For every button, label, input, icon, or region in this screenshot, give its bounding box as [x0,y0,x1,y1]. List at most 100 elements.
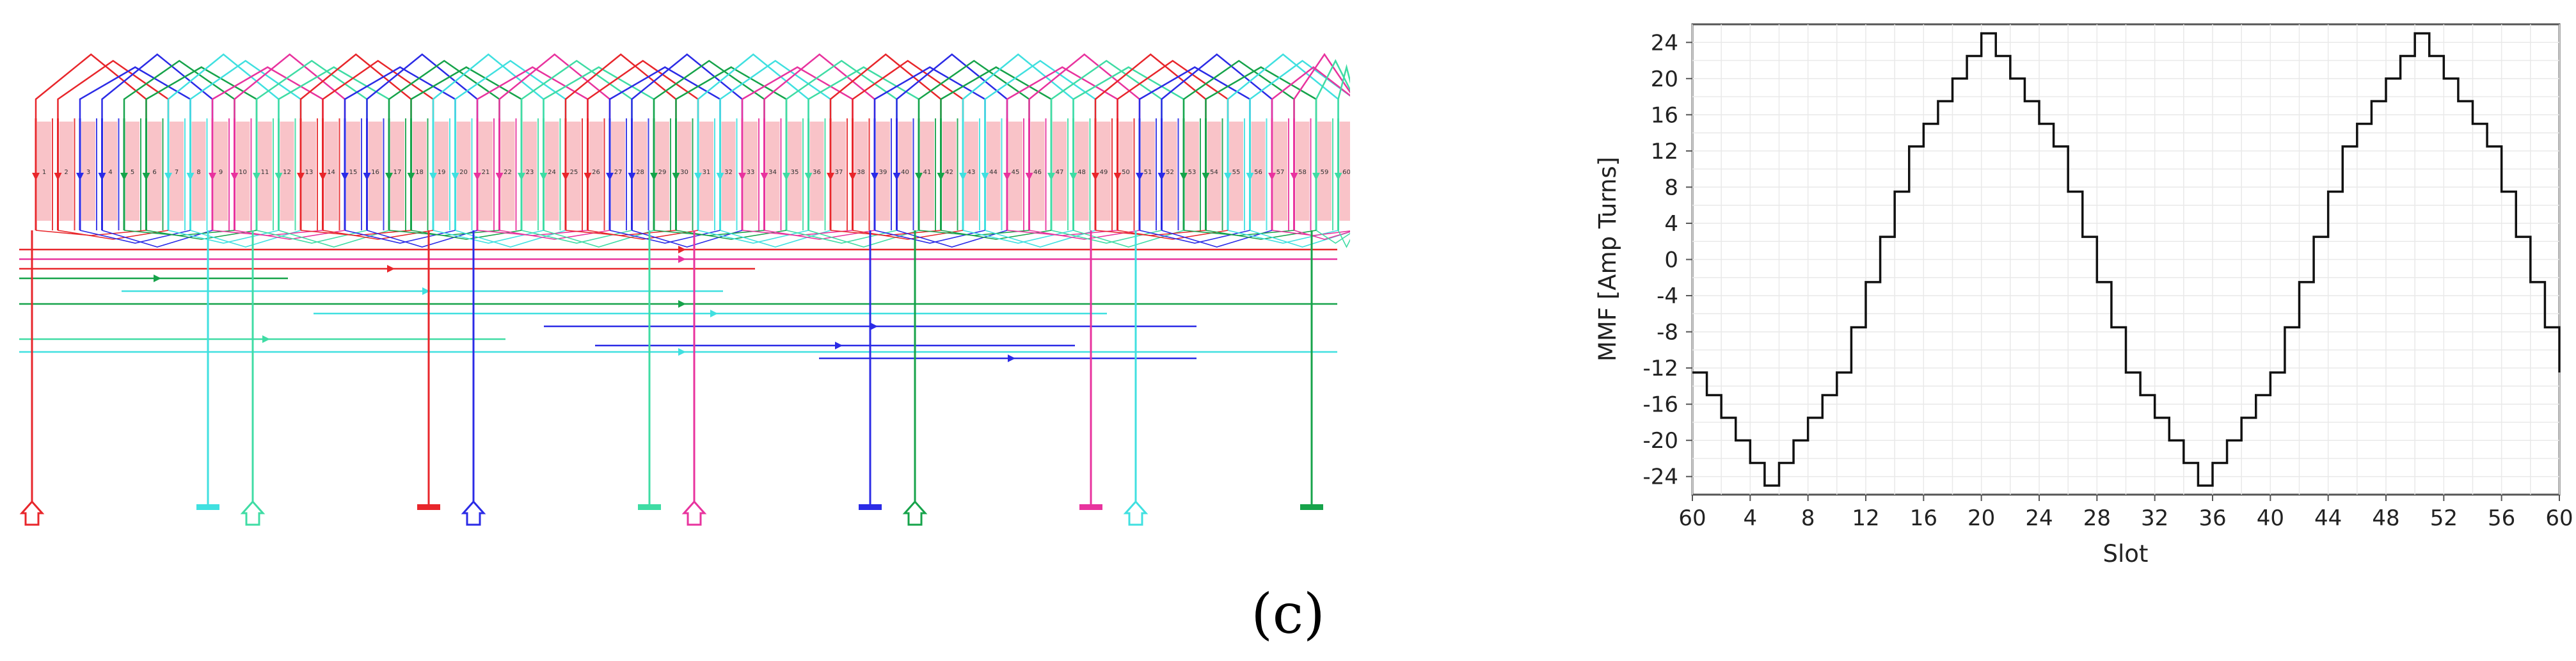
slot-number: 35 [791,169,799,176]
stator-slot [1339,122,1350,221]
current-direction-arrow [835,342,843,349]
current-direction-arrow [694,173,702,180]
stator-slot [1229,122,1243,221]
slot-number: 57 [1276,169,1285,176]
slot-number: 32 [724,169,733,176]
y-tick-label: -4 [1657,283,1678,309]
stator-slot [567,122,581,221]
stator-slot [765,122,780,221]
slot-number: 46 [1033,169,1042,176]
stator-slot [1295,122,1310,221]
stator-slot [479,122,493,221]
current-direction-arrow [606,173,614,180]
current-direction-arrow [893,173,901,180]
current-direction-arrow [451,173,459,180]
stator-slot [368,122,383,221]
current-direction-arrow [870,323,878,330]
x-tick-label: 60 [1678,506,1706,531]
slot-row [37,122,1350,221]
stator-slot [545,122,559,221]
x-tick-label: 4 [1744,506,1758,531]
slot-number: 13 [305,169,314,176]
slot-number: 3 [86,169,90,176]
slot-number: 34 [768,169,777,176]
top-end-turn [940,66,1053,118]
terminal-arrow-icon [1123,500,1149,526]
stator-slot [214,122,228,221]
stator-slot [170,122,184,221]
current-direction-arrow [230,173,239,180]
top-end-turn [1006,66,1118,118]
y-tick-label: 16 [1651,102,1678,128]
bottom-end-turn [322,230,434,240]
current-direction-arrow [1025,173,1033,180]
current-direction-arrow [716,173,724,180]
x-tick-label: 12 [1852,506,1879,531]
slot-number: 27 [614,169,623,176]
slot-number: 26 [592,169,600,176]
stator-slot [125,122,139,221]
terminal-row [19,500,1323,526]
top-end-turn [675,66,788,118]
slot-number: 19 [438,169,446,176]
current-direction-arrow [186,173,195,180]
stator-slot [1118,122,1133,221]
current-direction-arrow [1290,173,1298,180]
current-direction-arrow [518,173,525,180]
slot-number: 39 [879,169,887,176]
slot-number: 11 [261,169,269,176]
current-direction-arrow [209,173,216,180]
stator-slot [655,122,669,221]
terminal-bar-icon [1079,504,1102,510]
current-direction-arrow [827,173,834,180]
terminal-arrow-icon [19,500,45,526]
stator-slot [1185,122,1199,221]
bottom-end-turn [1294,230,1350,240]
x-tick-label: 44 [2314,506,2342,531]
stator-slot [1163,122,1177,221]
y-tick-label: 12 [1651,139,1678,164]
current-direction-arrow [385,173,393,180]
current-direction-arrow [341,173,349,180]
current-direction-arrow [650,173,658,180]
y-axis-label: MMF [Amp Turns] [1594,157,1621,362]
stator-slot [1317,122,1332,221]
y-tick-label: 24 [1651,30,1678,56]
y-tick-label: 20 [1651,67,1678,92]
slot-number: 49 [1100,169,1108,176]
bottom-end-turn [1029,230,1140,240]
slot-number: 21 [482,169,490,176]
slot-number: 52 [1166,169,1174,176]
slot-number: 38 [857,169,865,176]
slot-number: 9 [219,169,223,176]
x-tick-label: 32 [2141,506,2168,531]
current-direction-arrow [164,173,172,180]
current-direction-arrow [154,275,161,282]
top-end-turn [543,66,655,118]
stator-slot [677,122,692,221]
stator-slot [1207,122,1221,221]
stator-slot [876,122,890,221]
slot-number: 24 [548,169,556,176]
slot-number: 18 [415,169,424,176]
top-end-turn [741,66,854,118]
current-direction-arrow [783,173,790,180]
current-direction-arrow [804,173,813,180]
bottom-end-turn [587,230,699,240]
stator-slot [346,122,360,221]
bottom-end-turn [764,230,875,240]
bottom-end-turn [499,230,610,240]
current-direction-arrow [1157,173,1166,180]
slot-number: 25 [570,169,578,176]
stator-slot [589,122,603,221]
current-direction-arrow [1003,173,1011,180]
slot-number: 15 [349,169,358,176]
slot-number: 29 [658,169,667,176]
x-tick-label: 20 [1968,506,1995,531]
current-direction-arrow [429,173,437,180]
top-end-turn [278,66,390,118]
y-tick-label: -24 [1642,465,1678,490]
